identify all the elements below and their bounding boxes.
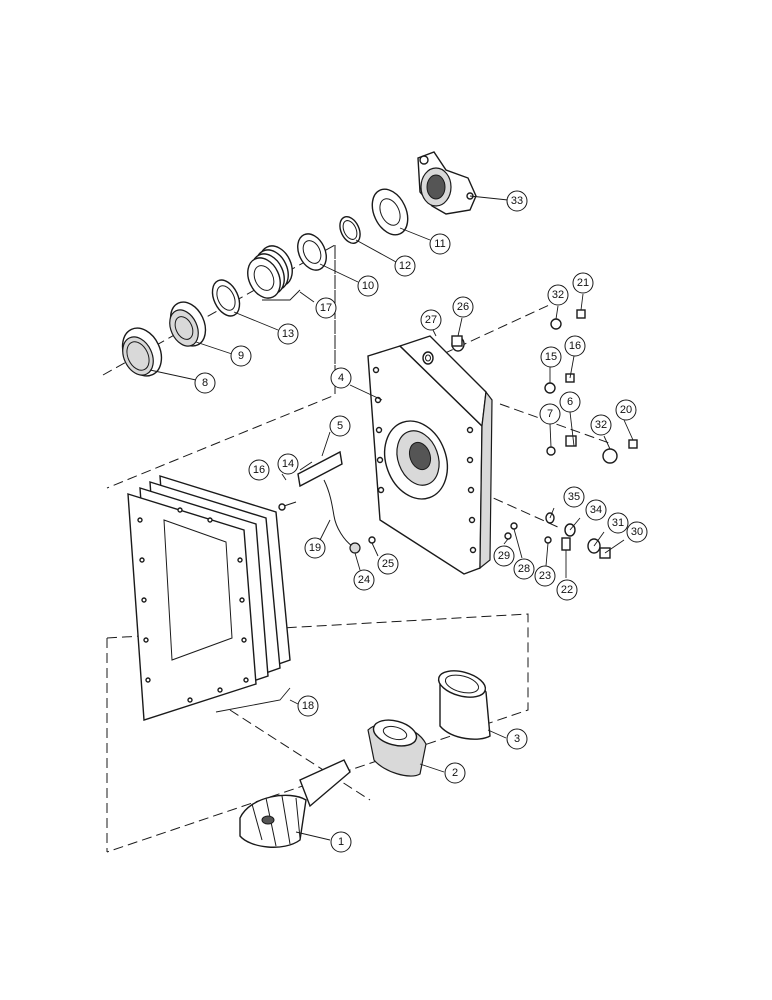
svg-text:33: 33 [511,195,523,207]
svg-text:17: 17 [320,302,332,314]
svg-text:31: 31 [612,517,624,529]
pinion-bearing-cup [437,670,491,740]
callout-6: 6 [559,391,581,413]
callout-18: 18 [297,695,319,717]
svg-text:29: 29 [498,550,510,562]
svg-text:8: 8 [202,377,208,389]
callout-20: 20 [615,399,637,421]
svg-text:16: 16 [253,464,265,476]
svg-text:27: 27 [425,314,437,326]
svg-text:25: 25 [382,558,394,570]
svg-text:30: 30 [631,526,643,538]
svg-text:32: 32 [595,419,607,431]
callout-11: 11 [429,233,451,255]
leader-lines [149,195,634,841]
callout-22: 22 [556,579,578,601]
spacer-ring [211,279,241,317]
svg-text:20: 20 [620,404,632,416]
svg-text:22: 22 [561,584,573,596]
svg-text:34: 34 [590,504,602,516]
callout-27: 27 [420,309,442,331]
svg-text:23: 23 [539,570,551,582]
svg-text:4: 4 [338,372,344,384]
callout-4: 4 [330,367,352,389]
svg-text:15: 15 [545,351,557,363]
svg-text:5: 5 [337,420,343,432]
bearing-cone [169,301,207,347]
callout-8: 8 [194,372,216,394]
callout-23: 23 [534,565,556,587]
svg-text:32: 32 [552,289,564,301]
bearing-cup [121,327,163,377]
svg-text:35: 35 [568,491,580,503]
svg-text:16: 16 [569,340,581,352]
callout-19: 19 [304,537,326,559]
callout-31: 31 [607,512,629,534]
callout-3: 3 [506,728,528,750]
callout-12: 12 [394,255,416,277]
svg-text:12: 12 [399,260,411,272]
gasket-pack [127,475,291,721]
callout-14: 14 [277,453,299,475]
callout-28: 28 [513,558,535,580]
svg-text:6: 6 [567,396,573,408]
seal-ring [371,188,409,236]
svg-text:21: 21 [577,277,589,289]
callout-34: 34 [585,499,607,521]
callout-26: 26 [452,296,474,318]
callout-30: 30 [626,521,648,543]
svg-text:11: 11 [434,238,445,250]
callout-15: 15 [540,346,562,368]
callout-7: 7 [539,403,561,425]
callout-13: 13 [277,323,299,345]
svg-text:13: 13 [282,328,294,340]
callout-32-upper: 32 [547,284,569,306]
svg-text:7: 7 [547,408,553,420]
callout-21: 21 [572,272,594,294]
svg-text:18: 18 [302,700,314,712]
callout-29: 29 [493,545,515,567]
callout-17: 17 [315,297,337,319]
svg-text:10: 10 [362,280,374,292]
callout-25: 25 [377,553,399,575]
svg-text:24: 24 [358,574,370,586]
carrier-housing [367,335,493,575]
callout-balloons: 1 2 3 4 5 6 7 8 9 10 11 12 13 14 15 16 1… [194,190,648,853]
pinion-gear [239,759,351,848]
svg-text:9: 9 [238,350,244,362]
shim-pack [247,245,301,301]
callout-10: 10 [357,275,379,297]
callout-24: 24 [353,569,375,591]
pinion-bearing-cone [367,719,427,777]
svg-text:2: 2 [452,767,458,779]
svg-text:26: 26 [457,301,469,313]
thrust-washer [297,233,327,271]
snap-ring [339,216,361,244]
svg-text:14: 14 [282,458,294,470]
callout-5: 5 [329,415,351,437]
callout-16-upper: 16 [564,335,586,357]
callout-9: 9 [230,345,252,367]
sensor-bracket-assembly [278,450,376,554]
svg-text:19: 19 [309,542,321,554]
plug-and-washer [422,335,465,365]
svg-text:1: 1 [338,836,344,848]
callout-35: 35 [563,486,585,508]
coupling-yoke [417,151,477,215]
callout-16-lower: 16 [248,459,270,481]
callout-1: 1 [330,831,352,853]
callout-33: 33 [506,190,528,212]
svg-text:28: 28 [518,563,530,575]
callout-32-lower: 32 [590,414,612,436]
callout-2: 2 [444,762,466,784]
svg-text:3: 3 [514,733,520,745]
